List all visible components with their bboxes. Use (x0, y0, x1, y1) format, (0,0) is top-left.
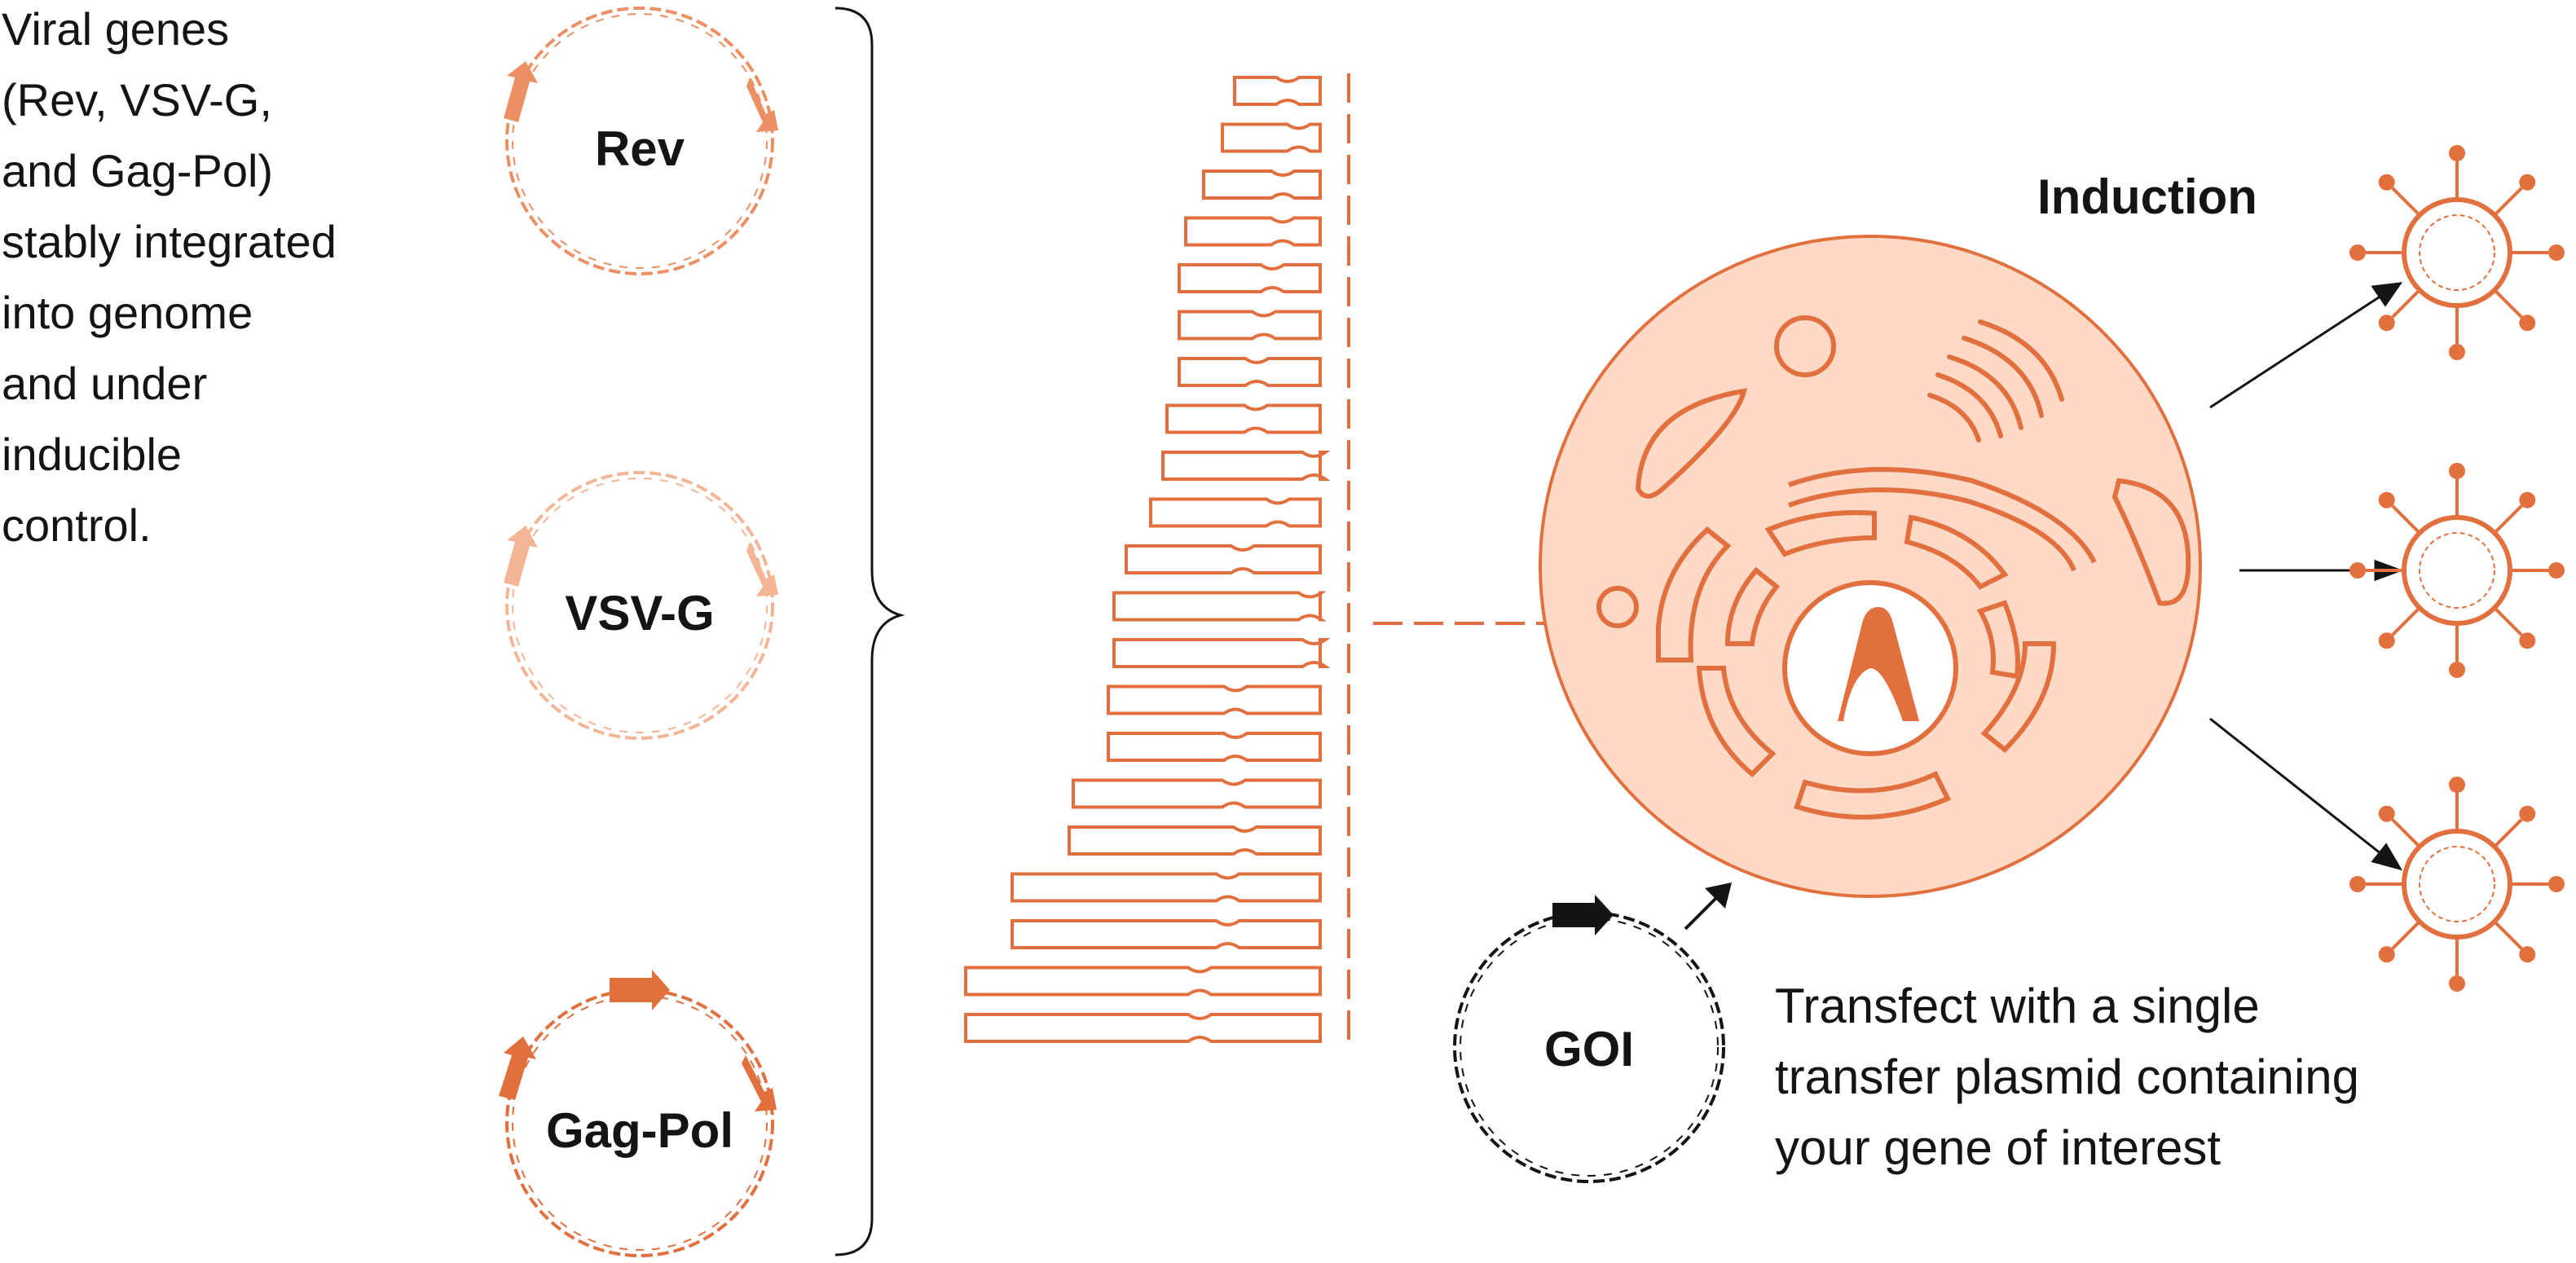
chromosome-icon (1149, 497, 1322, 528)
chromosome-icon (1107, 684, 1322, 715)
mitochondrion (2111, 477, 2191, 606)
chromosome-icon (1178, 310, 1322, 341)
left-caption-line: and Gag-Pol) (2, 145, 273, 196)
arrow-head-icon (1705, 882, 1732, 909)
mitochondrion (1635, 388, 1748, 499)
letter-a-logo-icon (1838, 607, 1919, 721)
plasmid-icon (505, 7, 774, 275)
chromosome-stack (964, 76, 1331, 1043)
induction-label: Induction (2037, 169, 2257, 224)
plasmid-icon (505, 471, 774, 740)
induction-arrows (2209, 282, 2404, 871)
gene-arrow-icon (504, 61, 538, 122)
gag-pol-plasmid: Gag-Pol (499, 970, 777, 1257)
golgi-apparatus (1927, 319, 2064, 442)
left-caption-line: control. (2, 499, 152, 551)
plasmid-icon (1453, 911, 1725, 1183)
chromosome-icon (1068, 825, 1322, 856)
chromosome-icon (1112, 591, 1327, 622)
vesicle (1596, 586, 1639, 628)
chromosome-icon (1221, 122, 1322, 153)
lentivirus-particle-icon (2349, 777, 2565, 992)
vesicle (1774, 315, 1836, 377)
endoplasmic-reticulum (1656, 467, 2097, 820)
left-caption-line: inducible (2, 429, 182, 480)
chromosome-icon (1072, 778, 1322, 809)
gene-arrow-icon (1552, 895, 1614, 935)
left-caption-line: Viral genes (2, 3, 229, 55)
chromosome-icon (1161, 451, 1331, 481)
chromosome-icon (1184, 216, 1322, 247)
chromosome-icon (1125, 544, 1322, 574)
gene-arrow-icon (746, 77, 778, 132)
goi-plasmid: GOI (1453, 882, 1732, 1183)
plasmid-label: Gag-Pol (546, 1103, 733, 1158)
chromosome-icon (1107, 732, 1322, 762)
chromosome-icon (1202, 169, 1322, 200)
left-caption-line: into genome (2, 287, 253, 338)
virus-particles (2349, 145, 2565, 992)
chromosome-icon (1178, 357, 1322, 387)
left-caption-line: and under (2, 358, 207, 409)
plasmid-label: GOI (1544, 1022, 1634, 1076)
chromosome-icon (1178, 263, 1322, 293)
left-caption-line: stably integrated (2, 216, 337, 267)
chromosome-icon (964, 1013, 1322, 1043)
gene-arrow-icon (499, 1036, 536, 1100)
chromosome-icon (1011, 919, 1322, 949)
gene-arrow-icon (504, 526, 538, 587)
chromosome-icon (964, 966, 1322, 997)
gene-arrow-icon (742, 1055, 777, 1111)
plasmid-label: Rev (595, 121, 685, 176)
plasmid-label: VSV-G (565, 586, 714, 640)
vsv-g-plasmid: VSV-G (504, 471, 778, 740)
left-caption-line: (Rev, VSV-G, (2, 74, 272, 125)
gene-arrow-icon (610, 970, 670, 1010)
chromosome-icon (1011, 872, 1322, 903)
gene-arrow-icon (746, 542, 778, 596)
chromosome-icon (1165, 403, 1322, 434)
lentivirus-particle-icon (2349, 145, 2565, 360)
curly-brace (834, 7, 905, 1256)
transfect-caption-line: your gene of interest (1775, 1120, 2221, 1175)
left-caption: Viral genes (Rev, VSV-G, and Gag-Pol) st… (2, 3, 349, 551)
rev-plasmid: Rev (504, 7, 778, 275)
transfect-caption: Transfect with a single transfer plasmid… (1775, 979, 2373, 1175)
chromosome-icon (1233, 76, 1322, 106)
chromosome-icon (1112, 638, 1331, 668)
transfect-caption-line: Transfect with a single (1775, 979, 2260, 1033)
transfect-caption-line: transfer plasmid containing (1775, 1050, 2359, 1104)
lentivirus-particle-icon (2349, 463, 2565, 678)
cell-icon (1539, 235, 2202, 898)
